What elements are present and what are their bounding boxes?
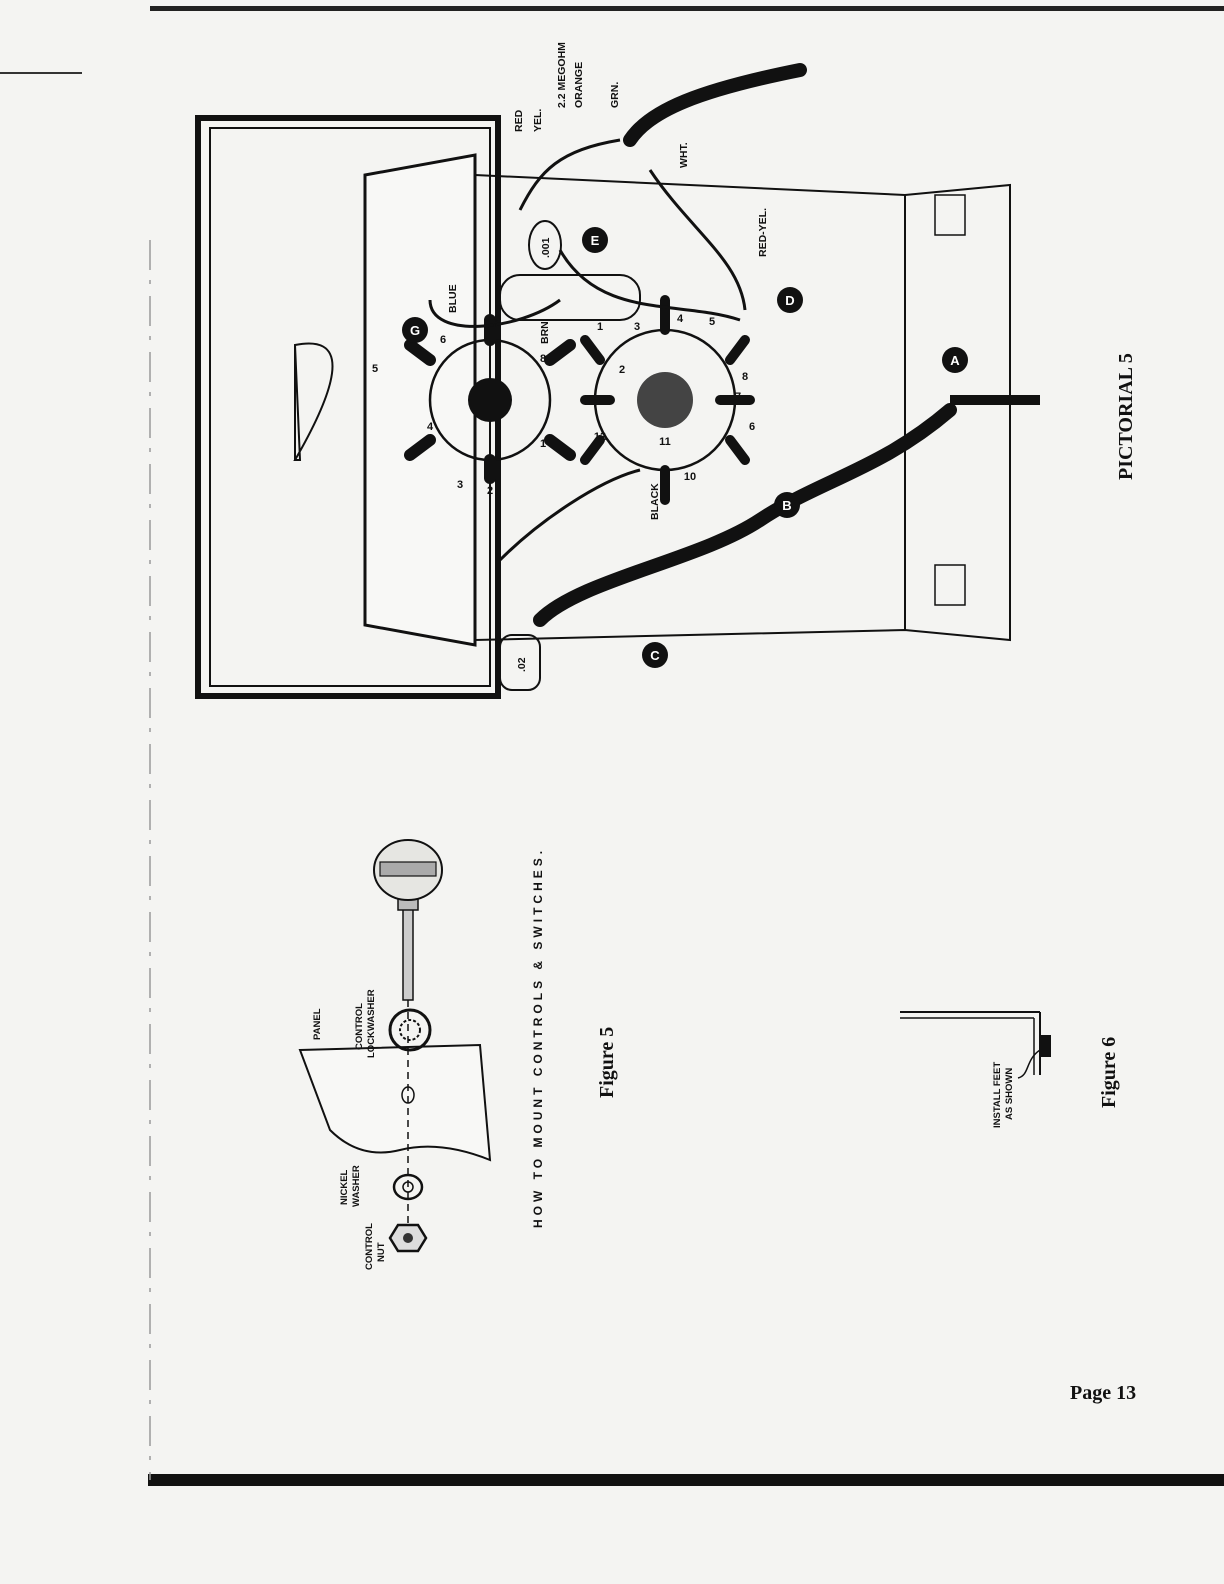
fig5-panel-shape bbox=[300, 1045, 490, 1160]
top-pin-3: 3 bbox=[457, 479, 463, 491]
top-pin-8: 8 bbox=[540, 353, 546, 365]
capacitor-02-label: .02 bbox=[516, 657, 528, 672]
terminal-points bbox=[402, 227, 968, 668]
switch-pin-1: 1 bbox=[597, 321, 603, 333]
top-pin-1: 1 bbox=[540, 438, 546, 450]
point-b-label: B bbox=[782, 498, 791, 513]
fig5-instruction: HOW TO MOUNT CONTROLS & SWITCHES. bbox=[531, 847, 545, 1228]
figure-6: INSTALL FEET AS SHOWN Figure 6 bbox=[900, 1012, 1120, 1128]
fig5-knob-side bbox=[380, 862, 436, 876]
rotary-switch-center bbox=[637, 372, 693, 428]
top-edge-rule bbox=[150, 6, 1224, 11]
switch-pin-7: 7 bbox=[735, 391, 741, 403]
switch-pin-11: 11 bbox=[659, 436, 671, 448]
fig5-label-control-nut-1: CONTROL bbox=[364, 1223, 375, 1270]
fig5-caption: Figure 5 bbox=[596, 1027, 618, 1098]
switch-pin-8: 8 bbox=[742, 371, 748, 383]
fig6-rubber-foot bbox=[1040, 1036, 1050, 1056]
fig5-label-panel: PANEL bbox=[312, 1008, 323, 1040]
chassis-foot-bottom bbox=[935, 565, 965, 605]
wire-label-black: BLACK bbox=[649, 483, 661, 520]
top-pin-6: 6 bbox=[440, 334, 446, 346]
top-pin-4: 4 bbox=[427, 421, 434, 433]
front-panel bbox=[365, 155, 475, 645]
chassis bbox=[475, 175, 1010, 640]
top-pin-2: 2 bbox=[487, 485, 493, 497]
switch-pin-10: 10 bbox=[684, 471, 696, 483]
point-e-label: E bbox=[591, 233, 600, 248]
wire-label-red-yel: RED-YEL. bbox=[757, 208, 769, 257]
pictorial-5-drawing: A B C D E G 1 2 3 4 5 6 7 8 1 2 3 4 5 6 … bbox=[198, 42, 1137, 696]
tube-socket-top-center bbox=[468, 378, 512, 422]
fig5-lockwasher bbox=[390, 1010, 430, 1050]
point-g-label: G bbox=[410, 323, 420, 338]
wire-label-blue: BLUE bbox=[447, 284, 459, 313]
terminal-point-letters: A B C D E G bbox=[410, 233, 960, 663]
page-number: Page 13 bbox=[1070, 1382, 1136, 1405]
fig5-label-control-nut-2: NUT bbox=[376, 1242, 387, 1262]
figure-5: PANEL CONTROL LOCKWASHER NICKEL WASHER C… bbox=[300, 840, 618, 1270]
bottom-edge-rule bbox=[148, 1474, 1224, 1486]
fig6-leader bbox=[1018, 1050, 1040, 1078]
fig6-caption: Figure 6 bbox=[1098, 1037, 1120, 1108]
wire-label-brn: BRN. bbox=[539, 318, 551, 344]
chassis-foot-top bbox=[935, 195, 965, 235]
capacitor-001-label: .001 bbox=[540, 237, 552, 258]
point-d-label: D bbox=[785, 293, 794, 308]
top-pin-5: 5 bbox=[372, 363, 378, 375]
wire-label-megohm: 2.2 MEGOHM bbox=[556, 42, 568, 108]
fig5-label-washer: WASHER bbox=[351, 1165, 362, 1207]
point-a-label: A bbox=[950, 353, 960, 368]
top-pin-7: 7 bbox=[492, 317, 498, 329]
wire-label-grn: GRN. bbox=[609, 82, 621, 108]
switch-pin-6: 6 bbox=[749, 421, 755, 433]
wire-label-orange: ORANGE bbox=[573, 62, 585, 108]
pictorial-title: PICTORIAL 5 bbox=[1115, 353, 1137, 480]
fig5-label-control-1: CONTROL bbox=[354, 1003, 365, 1050]
switch-pin-2: 2 bbox=[619, 364, 625, 376]
fig6-label-1: INSTALL FEET bbox=[992, 1062, 1003, 1128]
fig6-labels: INSTALL FEET AS SHOWN bbox=[992, 1062, 1015, 1128]
switch-pin-5: 5 bbox=[709, 316, 715, 328]
wire-label-wht: WHT. bbox=[678, 142, 690, 168]
point-c-label: C bbox=[650, 648, 660, 663]
wire-label-red: RED bbox=[513, 109, 525, 132]
wire-label-yel: YEL. bbox=[532, 109, 544, 132]
fig6-label-2: AS SHOWN bbox=[1004, 1068, 1015, 1120]
switch-pin-3: 3 bbox=[634, 321, 640, 333]
switch-pin-12: 12 bbox=[594, 431, 606, 443]
switch-pin-4: 4 bbox=[677, 313, 684, 325]
meter-face bbox=[295, 343, 333, 460]
fig5-label-lockwasher: LOCKWASHER bbox=[366, 989, 377, 1058]
left-edge-mark bbox=[0, 72, 82, 74]
fig5-label-nickel: NICKEL bbox=[339, 1169, 350, 1205]
